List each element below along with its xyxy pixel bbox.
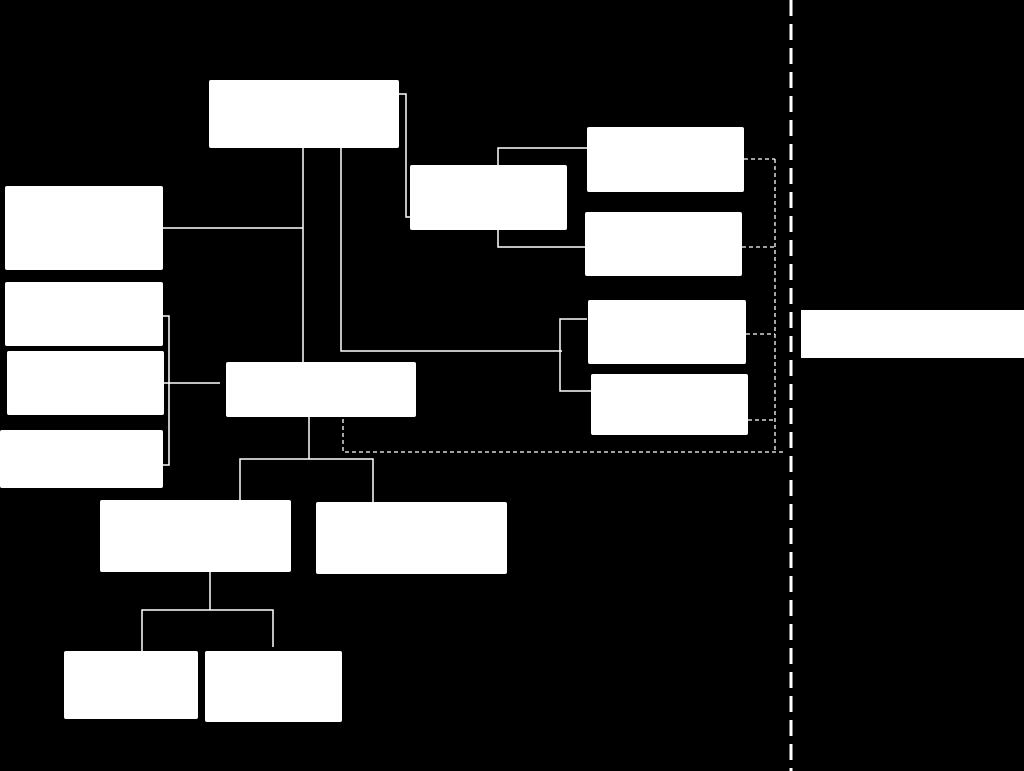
node-top-center bbox=[209, 80, 399, 148]
node-bottom-left bbox=[64, 651, 198, 719]
node-right-4 bbox=[591, 374, 748, 435]
node-left-1 bbox=[5, 186, 163, 270]
node-right-2 bbox=[585, 212, 742, 276]
node-left-2 bbox=[5, 282, 163, 346]
node-right-3 bbox=[588, 300, 746, 364]
dashed-loop-to-hub bbox=[342, 417, 783, 453]
node-mid-right bbox=[410, 165, 567, 230]
node-outside-boundary bbox=[801, 310, 1024, 358]
connector-top-to-midright bbox=[399, 93, 410, 218]
node-lower-right bbox=[316, 502, 507, 574]
node-center-hub bbox=[226, 362, 416, 417]
connector-right-group-bracket bbox=[559, 318, 591, 392]
connector-midright-to-right1 bbox=[497, 147, 587, 165]
node-lower-left bbox=[100, 500, 291, 572]
connector-midright-to-right2 bbox=[497, 230, 585, 248]
node-right-1 bbox=[587, 127, 744, 192]
connector-bottom-branch bbox=[141, 609, 274, 651]
node-bottom-right bbox=[205, 651, 342, 722]
connector-left-bracket bbox=[163, 315, 170, 466]
connector-top-to-right-group bbox=[340, 148, 562, 352]
node-left-3 bbox=[7, 351, 164, 415]
connector-lower-branch bbox=[239, 458, 374, 502]
node-left-4 bbox=[0, 430, 163, 488]
